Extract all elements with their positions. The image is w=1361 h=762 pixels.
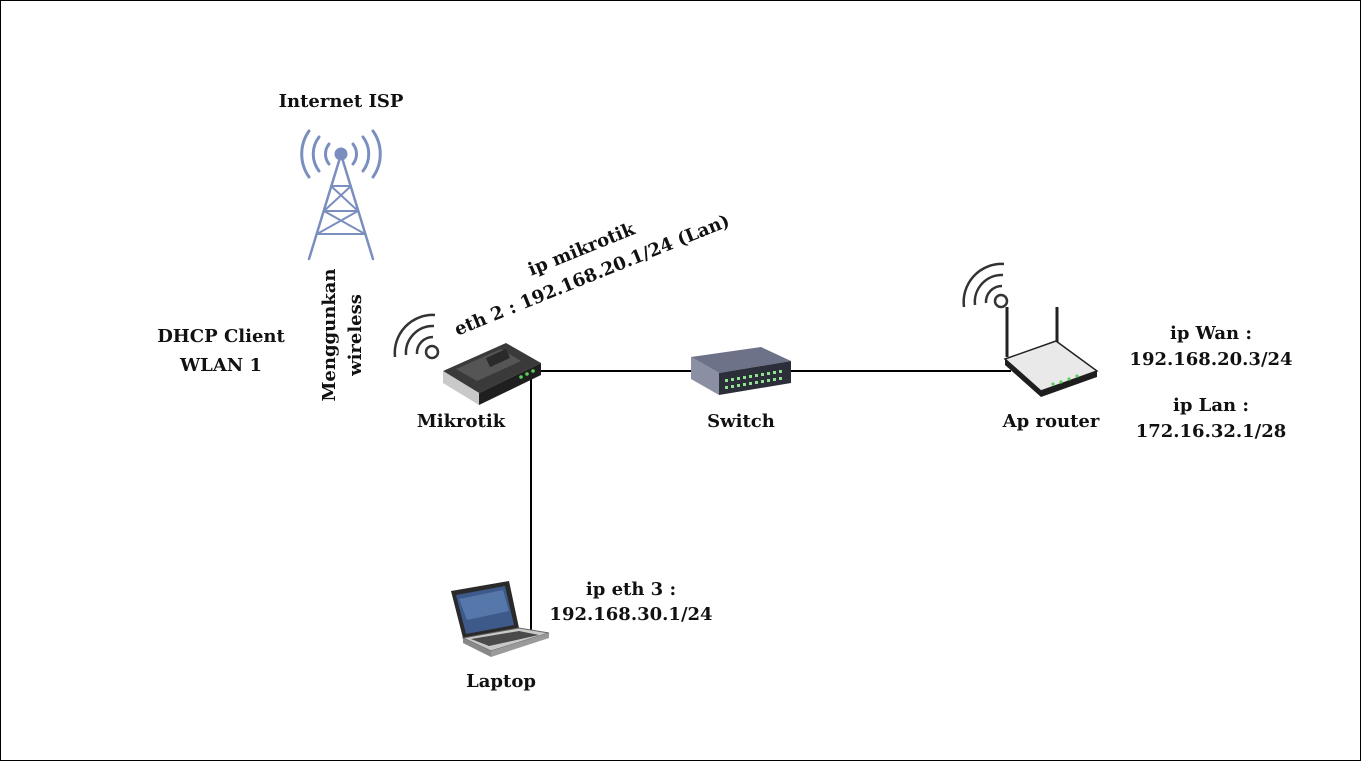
aprouter-label: Ap router [1002,411,1100,432]
switch-label: Switch [707,411,775,432]
dhcp-client-label: DHCP Client [157,326,285,347]
wireless-line2: wireless [345,294,366,376]
ip-eth3-value: 192.168.30.1/24 [549,604,713,625]
laptop-icon [451,581,550,657]
aprouter-wifi-icon [962,262,1009,309]
mikrotik-router-icon [443,343,541,405]
isp-tower-icon [300,129,382,261]
switch-icon [691,347,791,395]
wireless-line1: Menggunkan [319,268,340,402]
mikrotik-label: Mikrotik [416,411,506,432]
laptop-label: Laptop [466,671,536,692]
ip-wan-label: ip Wan : [1169,323,1253,344]
wlan-label: WLAN 1 [179,355,263,376]
aprouter-icon [1003,307,1099,397]
isp-label: Internet ISP [278,91,404,112]
mikrotik-wifi-icon [393,313,440,360]
ip-lan-value: 172.16.32.1/28 [1135,421,1287,442]
ip-lan-label: ip Lan : [1172,395,1250,416]
ip-eth3-label: ip eth 3 : [585,579,677,600]
ip-wan-value: 192.168.20.3/24 [1129,349,1293,370]
